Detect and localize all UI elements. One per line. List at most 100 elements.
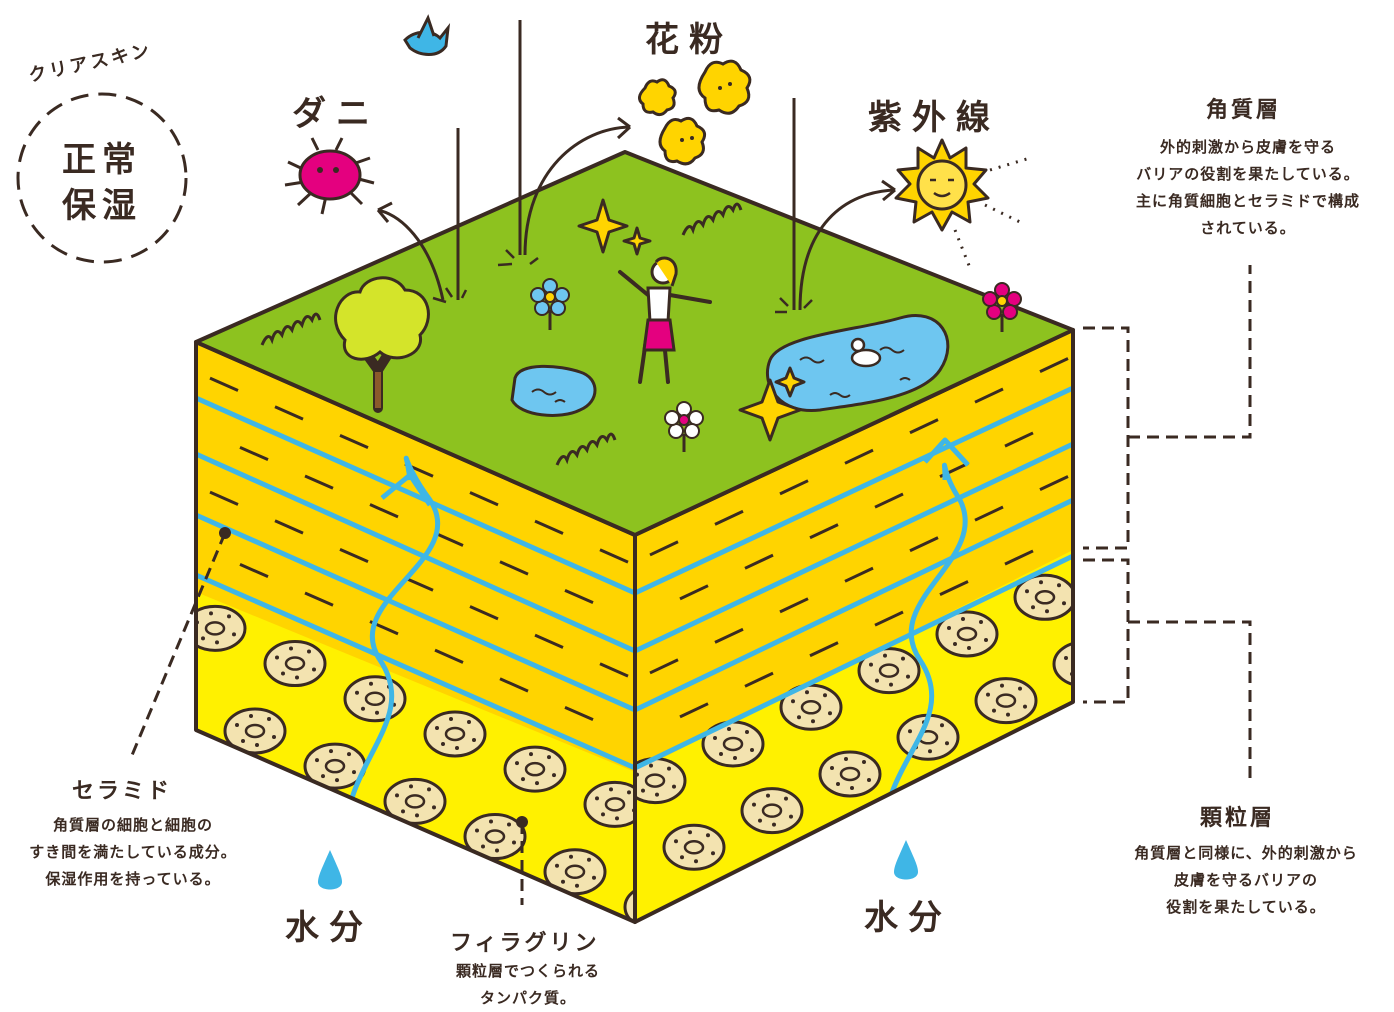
corneum-dash <box>1039 357 1069 374</box>
badge-line-1: 正常 <box>62 140 142 180</box>
corneum-dash <box>274 405 304 421</box>
corneum-dash <box>274 519 304 535</box>
corneum-dash <box>499 677 529 693</box>
corneum-dash <box>564 588 594 605</box>
corneum-dash <box>304 474 334 490</box>
mite-label: ダニ <box>292 94 380 134</box>
granular-cell <box>503 745 567 793</box>
corneum-dash <box>909 418 939 435</box>
water-path-left <box>342 455 441 841</box>
corneum-dash <box>534 519 564 535</box>
corneum-dash <box>599 662 629 678</box>
pollen-icons <box>638 59 752 166</box>
corneum-dash <box>499 560 529 576</box>
ceramide-title: セラミド <box>72 779 173 804</box>
granular-cell <box>818 750 882 798</box>
right-face <box>635 330 1073 922</box>
granular-description: 角質層と同様に、外的刺激から 皮膚を守るバリアの 役割を果たしている。 <box>1134 844 1358 916</box>
corneum-dash <box>469 491 499 507</box>
corneum-dash <box>974 387 1004 404</box>
water-arrow-right-head <box>923 437 970 467</box>
layer-brackets <box>128 265 1252 905</box>
granular-cell <box>740 787 804 835</box>
granular-cell <box>662 823 726 871</box>
granular-cell <box>974 677 1038 725</box>
badge-line-2: 保湿 <box>62 186 142 226</box>
pink-flower-icon <box>982 282 1022 332</box>
sun-ray-dots <box>953 156 1031 269</box>
corneum-dash <box>239 562 269 579</box>
corneum-dash <box>599 548 629 564</box>
grass-tuft-icons <box>260 202 743 466</box>
corneum-dash <box>209 376 239 392</box>
corneum-dash <box>714 509 744 526</box>
corneum-dash <box>469 605 499 621</box>
corneum-dash <box>339 547 369 564</box>
uv-label: 紫外線 <box>868 98 1000 138</box>
corneum-dash <box>369 503 399 519</box>
granular-cell <box>1052 640 1073 688</box>
corneum-dash <box>809 523 839 540</box>
pond-small <box>510 364 597 417</box>
corneum-dash <box>679 584 709 601</box>
corneum-dash <box>844 448 874 465</box>
corneum-dash <box>304 591 334 607</box>
ceramide-lines-left <box>196 395 635 771</box>
corneum-dash <box>779 479 809 496</box>
water-path-right <box>882 462 968 831</box>
granular-cell <box>343 675 407 723</box>
sun-icon <box>894 138 990 232</box>
sparkle-icons <box>577 198 806 442</box>
corneum-dash <box>974 505 1004 522</box>
ceramide-pointer-dot <box>219 527 231 539</box>
corneum-dash <box>239 445 269 462</box>
corneum-dash <box>874 492 904 509</box>
corneum-dash <box>939 580 969 597</box>
granular-cell <box>779 853 843 901</box>
badge-circle <box>16 92 188 264</box>
corneum-dash <box>404 576 434 592</box>
threat-lines <box>456 20 796 310</box>
corneum-dash <box>744 553 774 570</box>
corneum-description: 外的刺激から皮膚を守る バリアの役割を果たしている。 主に角質細胞とセラミドで構… <box>1135 138 1360 237</box>
granular-cell <box>701 890 765 922</box>
woman-figure-icon <box>618 256 712 384</box>
grass-top-face <box>194 150 1075 537</box>
blue-flower-icon <box>530 278 570 330</box>
duck-icon <box>850 337 882 368</box>
corneum-dash <box>1004 431 1034 448</box>
corneum-dash <box>1039 475 1069 492</box>
corneum-dash <box>534 633 564 649</box>
corneum-dashes-left <box>209 376 629 722</box>
filaggrin-description: 顆粒層でつくられる タンパク質。 <box>455 962 600 1007</box>
corneum-dash <box>434 531 464 547</box>
filaggrin-title: フィラグリン <box>450 931 600 956</box>
corneum-dash <box>434 648 464 664</box>
corneum-dash <box>909 536 939 553</box>
water-label-right: 水分 <box>864 898 952 938</box>
granular-cell <box>935 780 999 828</box>
impact-marks <box>432 249 813 314</box>
corneum-dash <box>779 597 809 614</box>
ceramide-lines-right <box>635 385 1073 771</box>
granular-cell <box>423 880 487 922</box>
water-drop-right-icon <box>894 840 918 880</box>
corneum-left <box>196 342 635 772</box>
granular-cell <box>263 640 327 688</box>
water-arrow-left-head <box>380 472 433 507</box>
corneum-dash <box>844 566 874 583</box>
corneum-dash <box>209 490 239 506</box>
bird-icon <box>403 14 451 56</box>
corneum-dash <box>564 705 594 722</box>
water-drop-left-icon <box>318 850 342 890</box>
granular-cell <box>343 845 407 893</box>
water-label-left: 水分 <box>285 908 373 948</box>
tree-icon <box>334 276 430 413</box>
mite-icon <box>284 137 375 215</box>
corneum-dash <box>714 627 744 644</box>
granular-cell <box>1013 743 1073 791</box>
corneum-dash <box>649 540 679 557</box>
corneum-dash <box>679 702 709 719</box>
pollen-label: 花粉 <box>645 20 733 60</box>
